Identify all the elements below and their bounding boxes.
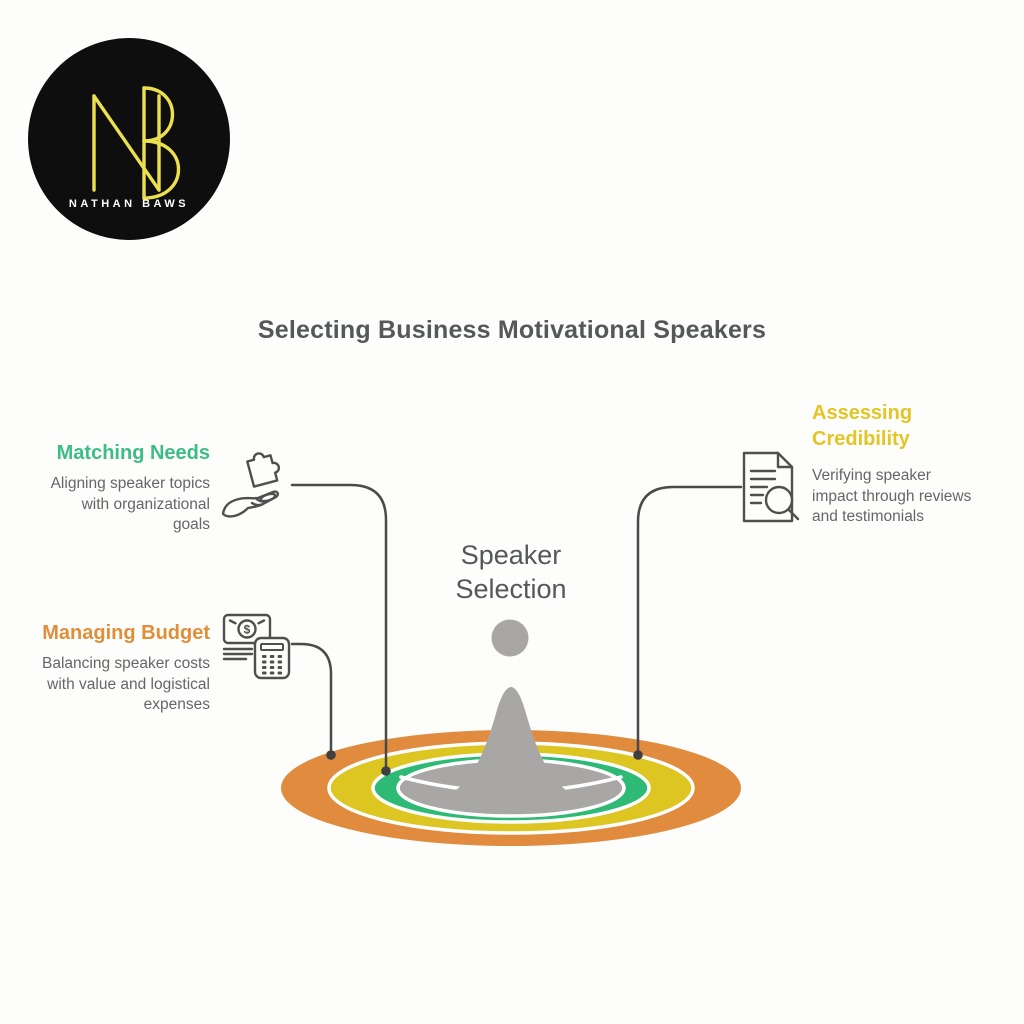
page-title: Selecting Business Motivational Speakers: [257, 316, 767, 344]
brand-name: NATHAN BAWS: [68, 198, 190, 210]
connector-assessing-credibility: [636, 485, 743, 754]
matching-needs-heading: Matching Needs: [56, 442, 210, 464]
speaker-figure-head: [491, 619, 529, 657]
assessing-credibility-description: Verifying speaker impact through reviews…: [812, 467, 972, 525]
center-label: Speaker Selection: [455, 540, 567, 604]
svg-text:$: $: [244, 623, 251, 637]
connector-dot-managing-budget: [326, 750, 336, 760]
managing-budget-description: Balancing speaker costs with value and l…: [41, 655, 210, 713]
connector-matching-needs: [290, 483, 388, 770]
connector-dot-matching-needs: [381, 766, 391, 776]
assessing-credibility-heading: Assessing Credibility: [812, 402, 913, 450]
section-assessing-credibility: Assessing Credibility Verifying speaker …: [812, 400, 988, 528]
section-matching-needs: Matching Needs Aligning speaker topics w…: [10, 440, 210, 536]
hand-holding-puzzle-icon: [220, 446, 290, 528]
managing-budget-heading: Managing Budget: [42, 622, 210, 644]
matching-needs-description: Aligning speaker topics with organizatio…: [50, 475, 210, 533]
document-magnifier-icon: [738, 450, 802, 524]
nb-monogram-icon: [92, 86, 180, 200]
connector-dot-assessing-credibility: [633, 750, 643, 760]
connector-managing-budget: [290, 642, 333, 754]
section-managing-budget: Managing Budget Balancing speaker costs …: [10, 620, 210, 716]
banknote-calculator-icon: $: [222, 612, 292, 680]
brand-logo: NATHAN BAWS: [28, 38, 230, 240]
speaker-figure-body: [430, 687, 592, 802]
